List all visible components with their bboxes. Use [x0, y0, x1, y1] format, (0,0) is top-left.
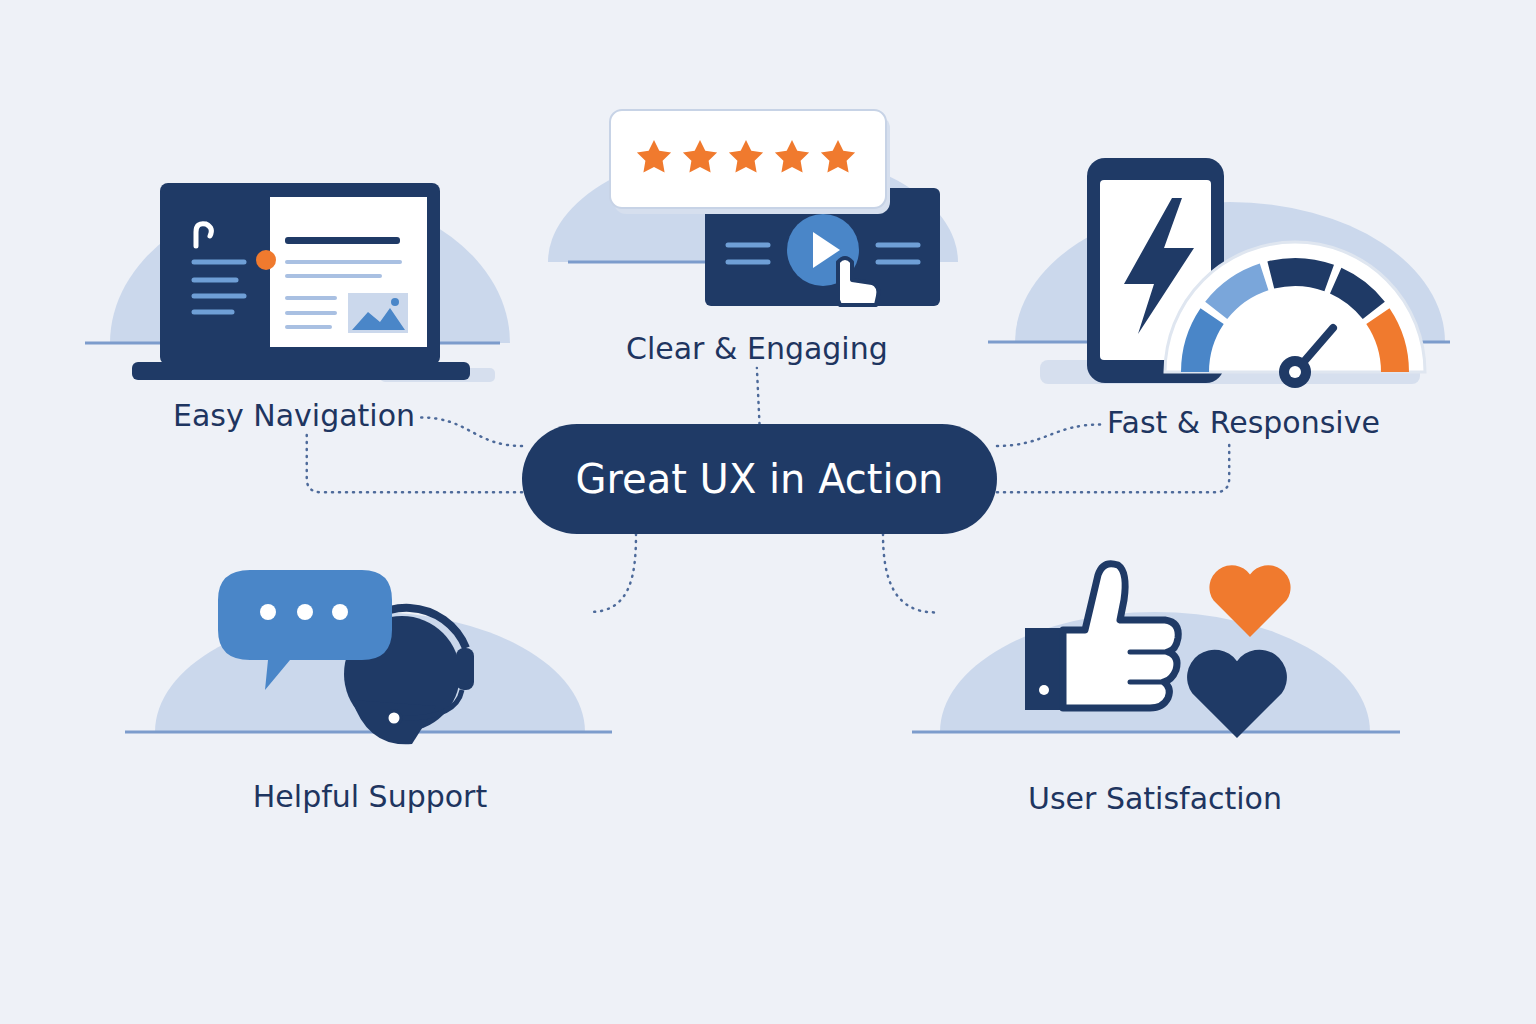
node-label: Clear & Engaging: [626, 331, 888, 366]
dotted-connector: [997, 424, 1101, 446]
label-node: Easy Navigation: [167, 396, 421, 435]
dotted-connector: [307, 435, 522, 492]
laptop-icon: [85, 183, 510, 382]
support-icon: [125, 570, 612, 744]
dotted-connector: [757, 368, 760, 424]
satisfaction-icon: [912, 564, 1400, 738]
node-label: Easy Navigation: [173, 398, 415, 433]
label-node: Fast & Responsive: [1101, 403, 1386, 442]
label-node: Clear & Engaging: [620, 329, 894, 368]
center-pill: Great UX in Action: [522, 424, 997, 534]
dotted-connector: [997, 442, 1229, 492]
label-node: Helpful Support: [150, 560, 590, 820]
node-label: Fast & Responsive: [1107, 405, 1380, 440]
dotted-connector: [883, 534, 935, 612]
dotted-connector: [421, 417, 522, 446]
center-title: Great UX in Action: [576, 456, 944, 502]
label-node: User Satisfaction: [935, 560, 1375, 822]
node-label: Helpful Support: [247, 777, 493, 816]
dotted-connector: [590, 534, 636, 612]
phone-gauge-icon: [988, 158, 1450, 388]
node-label: User Satisfaction: [1022, 779, 1288, 818]
video-rating-icon: [548, 110, 958, 306]
